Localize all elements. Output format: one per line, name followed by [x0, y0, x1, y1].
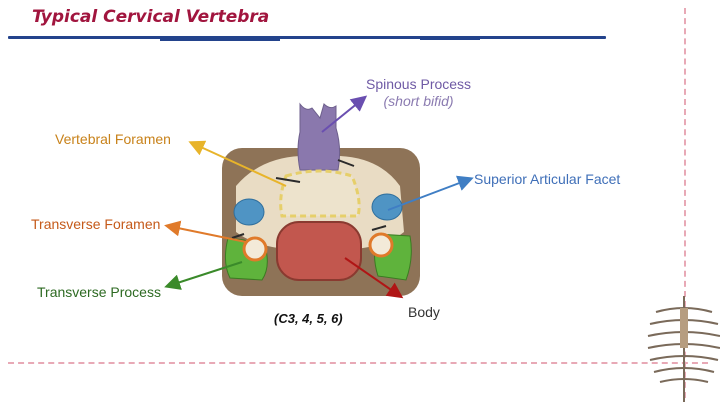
- right-transverse-foramen-shape: [368, 232, 394, 258]
- transverse-foramen-arrow: [164, 220, 247, 243]
- body-label: Body: [408, 304, 440, 320]
- left-facet-shape: [233, 198, 265, 226]
- superior-articular-facet-arrow: [387, 175, 474, 211]
- title-underline: [8, 36, 606, 39]
- slide-title: Typical Cervical Vertebra: [32, 7, 270, 27]
- bone-tick-marks: [231, 159, 387, 239]
- body-arrow: [344, 257, 404, 299]
- vertebra-levels-label: (C3, 4, 5, 6): [274, 311, 343, 326]
- transverse-foramen-label: Transverse Foramen: [31, 216, 161, 232]
- left-transverse-foramen-shape: [242, 236, 268, 262]
- spinous-process-shape: [297, 102, 341, 171]
- title-underline-accent-2: [420, 36, 480, 40]
- skeleton-thorax-icon: [647, 296, 720, 402]
- spinous-process-label: Spinous Process (short bifid): [366, 76, 471, 110]
- vertebral-body-shape: [276, 221, 362, 281]
- spinous-process-note: (short bifid): [383, 93, 454, 109]
- right-facet-shape: [371, 193, 403, 221]
- superior-articular-facet-label: Superior Articular Facet: [474, 171, 621, 187]
- title-underline-accent: [160, 39, 280, 41]
- spinous-process-arrow: [321, 95, 368, 133]
- transverse-process-arrow: [164, 261, 243, 290]
- decorative-horizontal-dashed-line: [8, 362, 708, 364]
- transverse-process-label: Transverse Process: [37, 284, 161, 300]
- vertebral-foramen-arrow: [188, 140, 287, 187]
- vertebral-foramen-shape: [279, 169, 361, 218]
- decorative-vertical-dashed-line: [684, 8, 686, 398]
- spinous-process-text: Spinous Process: [366, 76, 472, 92]
- vertebral-foramen-label: Vertebral Foramen: [55, 131, 171, 147]
